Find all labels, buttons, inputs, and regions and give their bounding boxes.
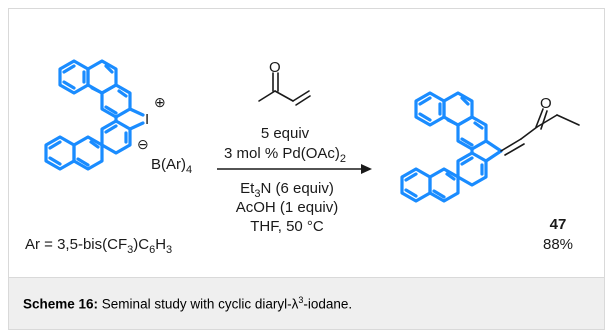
reaction-arrow: [217, 164, 372, 174]
product-enone-chain: [500, 108, 580, 156]
ar-definition: Ar = 3,5-bis(CF3)C6H3: [25, 236, 172, 256]
solvent-temperature: THF, 50 °C: [250, 218, 324, 235]
product-yield: 88%: [543, 236, 573, 253]
iodine-atom: I: [145, 111, 149, 128]
caption-text-before: Seminal study with cyclic diaryl-λ: [98, 296, 299, 312]
catalyst-label: 3 mol % Pd(OAc)2: [224, 145, 346, 165]
product-structure: [400, 91, 503, 203]
caption-label: Scheme 16:: [23, 296, 99, 312]
base-conditions: Et3N (6 equiv): [240, 180, 334, 200]
caption-text-after: -iodane.: [303, 296, 353, 312]
compound-number: 47: [550, 216, 567, 233]
substrate-structure: [44, 59, 145, 171]
cation-charge: ⊕: [154, 94, 166, 110]
counterion-label: B(Ar)4: [151, 156, 192, 176]
scheme-caption: Scheme 16: Seminal study with cyclic dia…: [9, 277, 604, 329]
caption-superscript: 3: [298, 295, 304, 305]
figure-frame: I ⊕ ⊖ B(Ar)4 Ar = 3,5-bis(CF3)C6H3 O 5 e…: [8, 8, 605, 330]
reagent-amount: 5 equiv: [261, 125, 310, 142]
reagent-structure: [258, 72, 311, 106]
reaction-scheme: I ⊕ ⊖ B(Ar)4 Ar = 3,5-bis(CF3)C6H3 O 5 e…: [25, 59, 580, 256]
anion-charge: ⊖: [137, 136, 149, 152]
product-oxygen: O: [540, 95, 552, 112]
acid-conditions: AcOH (1 equiv): [236, 199, 339, 216]
reagent-oxygen: O: [269, 59, 281, 76]
